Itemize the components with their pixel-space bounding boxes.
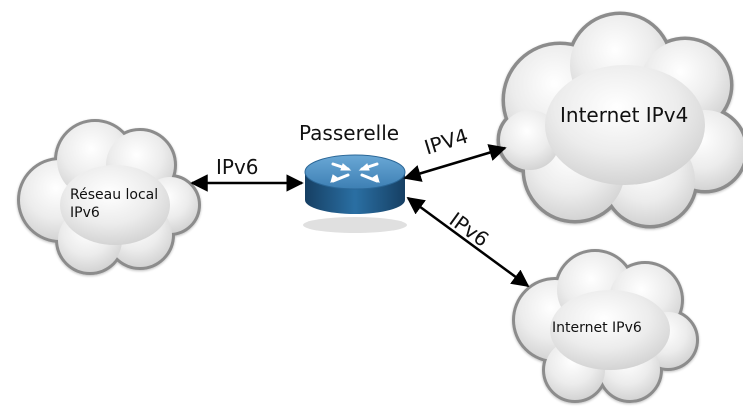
cloud-ipv6-label: Internet IPv6 [552,320,642,336]
cloud-ipv4-label: Internet IPv4 [560,103,689,127]
link-router-ipv6-arrow [406,196,530,288]
cloud-local-line1: Réseau local [70,187,159,203]
link-local-label: IPv6 [216,155,259,179]
cloud-internet-ipv4 [496,11,743,229]
cloud-internet-ipv6 [512,249,699,403]
router-label: Passerelle [299,121,400,145]
router-icon [303,154,407,233]
cloud-local-line2: IPv6 [70,205,100,222]
cloud-local-label: Réseau local IPv6 [70,186,158,222]
link-router-ipv4-arrow [403,144,507,182]
cloud-local-network [17,119,201,275]
